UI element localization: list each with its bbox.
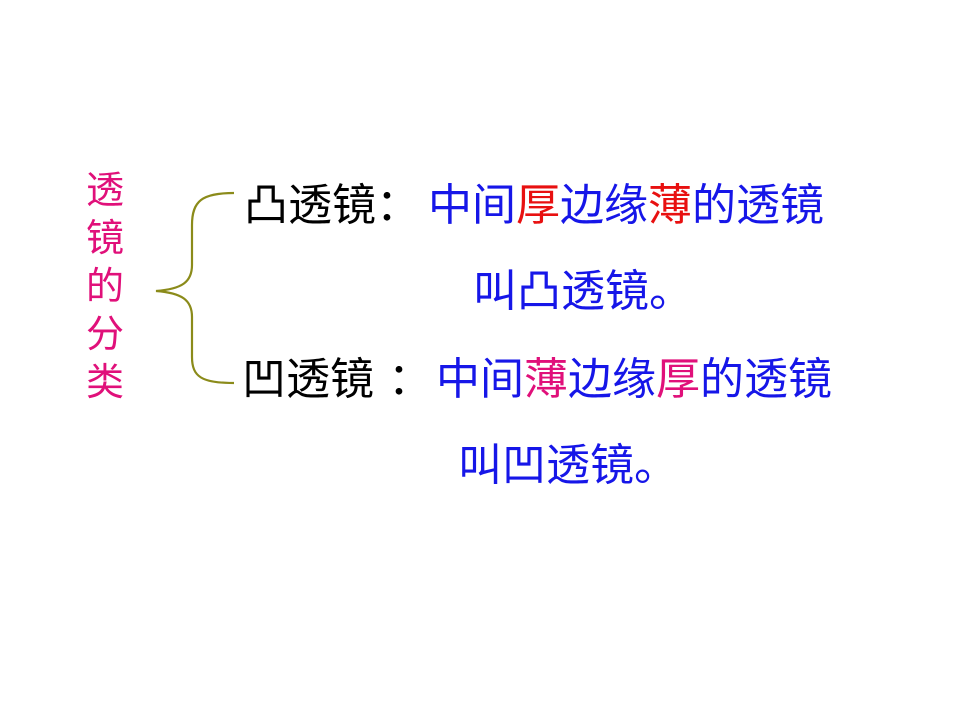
concave-lens-definition: 凹透镜 ：中间薄边缘厚的透镜 xyxy=(242,354,832,406)
convex-lens-definition: 凸透镜：中间厚边缘薄的透镜 xyxy=(244,180,824,232)
title-char: 分 xyxy=(85,312,124,356)
definition-text: 的透镜 xyxy=(692,180,824,231)
curly-brace xyxy=(155,191,235,385)
definition-text: 中间 xyxy=(428,180,516,231)
convex-lens-definition-cont: 叫凸透镜。 xyxy=(473,266,693,318)
highlight-thick: 厚 xyxy=(656,354,700,405)
definition-text: 边缘 xyxy=(568,354,656,405)
highlight-thick: 厚 xyxy=(516,180,560,231)
definition-text: 边缘 xyxy=(560,180,648,231)
highlight-thin: 薄 xyxy=(648,180,692,231)
title-char: 透 xyxy=(85,168,124,212)
vertical-title: 透 镜 的 分 类 xyxy=(80,166,130,406)
title-char: 镜 xyxy=(85,216,124,260)
definition-text: 中间 xyxy=(436,354,524,405)
title-char: 的 xyxy=(85,264,124,308)
definition-text: 叫凸透镜。 xyxy=(473,266,693,317)
definition-text: 的透镜 xyxy=(700,354,832,405)
concave-lens-definition-cont: 叫凹透镜。 xyxy=(458,440,678,492)
concave-lens-term: 凹透镜 ： xyxy=(242,354,432,405)
highlight-thin: 薄 xyxy=(524,354,568,405)
definition-text: 叫凹透镜。 xyxy=(458,440,678,491)
convex-lens-term: 凸透镜： xyxy=(244,180,420,231)
title-char: 类 xyxy=(85,360,124,404)
